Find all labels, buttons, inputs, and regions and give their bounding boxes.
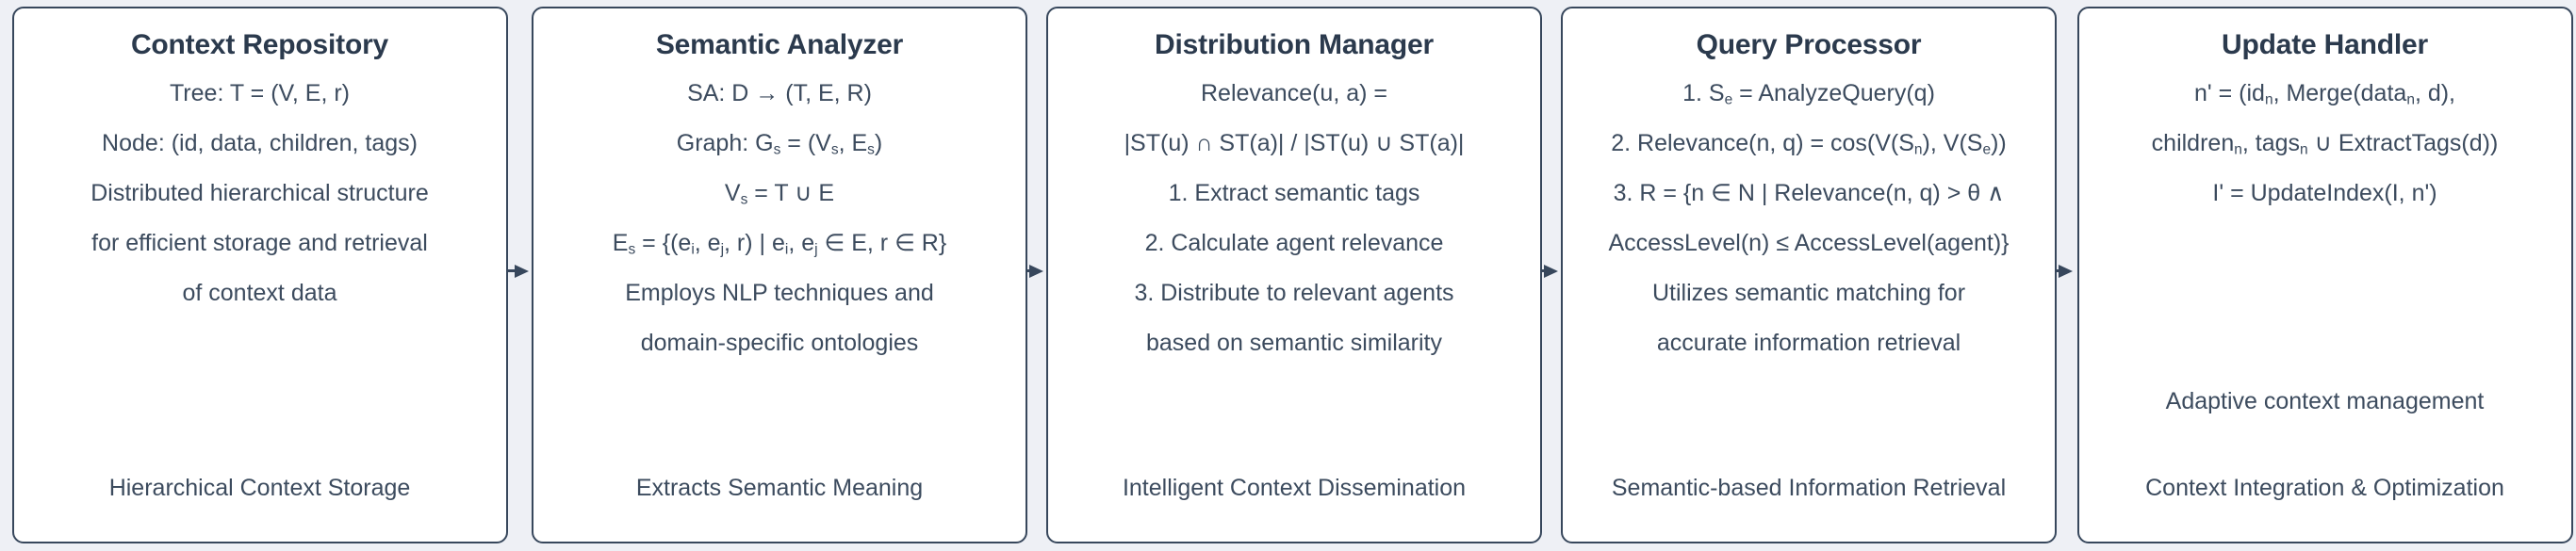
node-line: based on semantic similarity — [1145, 330, 1442, 356]
node-body: n' = (idn, Merge(datan, d), childrenn, t… — [2092, 69, 2558, 219]
node-body: SA: D → (T, E, R) Graph: Gs = (Vs, Es) V… — [547, 69, 1012, 368]
node-caption: Hierarchical Context Storage — [108, 475, 411, 501]
stage-context-repository: Context Repository Tree: T = (V, E, r) N… — [0, 0, 515, 551]
node-line: 1. Se = AnalyzeQuery(q) — [1682, 80, 1935, 108]
node-line: Employs NLP techniques and — [625, 280, 934, 306]
node-box-semantic-analyzer[interactable]: Semantic Analyzer SA: D → (T, E, R) Grap… — [532, 7, 1027, 543]
node-subcaption: Adaptive context management — [2165, 388, 2485, 414]
node-caption: Intelligent Context Dissemination — [1122, 475, 1467, 501]
node-line: AccessLevel(n) ≤ AccessLevel(agent)} — [1608, 230, 2010, 256]
stage-distribution-manager: Distribution Manager Relevance(u, a) = |… — [1029, 0, 1544, 551]
node-line: of context data — [182, 280, 337, 306]
node-title: Query Processor — [1696, 29, 1922, 60]
node-line: 3. R = {n ∈ N | Relevance(n, q) > θ ∧ — [1613, 180, 2005, 206]
node-line: 3. Distribute to relevant agents — [1134, 280, 1454, 306]
node-caption: Context Integration & Optimization — [2145, 475, 2504, 501]
node-line: Tree: T = (V, E, r) — [169, 80, 351, 106]
node-line: domain-specific ontologies — [640, 330, 919, 356]
node-line: Distributed hierarchical structure — [90, 180, 429, 206]
node-line: for efficient storage and retrieval — [91, 230, 428, 256]
node-line: Utilizes semantic matching for — [1651, 280, 1966, 306]
node-line: n' = (idn, Merge(datan, d), — [2193, 80, 2456, 108]
node-line: accurate information retrieval — [1656, 330, 1961, 356]
node-line: SA: D → (T, E, R) — [687, 80, 872, 106]
node-body: Relevance(u, a) = |ST(u) ∩ ST(a)| / |ST(… — [1061, 69, 1527, 368]
stage-query-processor: Query Processor 1. Se = AnalyzeQuery(q) … — [1544, 0, 2059, 551]
stage-update-handler: Update Handler n' = (idn, Merge(datan, d… — [2059, 0, 2576, 551]
node-line: 2. Relevance(n, q) = cos(V(Sn), V(Se)) — [1611, 130, 2007, 158]
node-line: 2. Calculate agent relevance — [1144, 230, 1444, 256]
node-box-context-repository[interactable]: Context Repository Tree: T = (V, E, r) N… — [11, 7, 508, 543]
node-line: Vs = T ∪ E — [724, 180, 835, 208]
node-line: childrenn, tagsn ∪ ExtractTags(d)) — [2151, 130, 2499, 158]
node-title: Distribution Manager — [1154, 29, 1434, 60]
node-line: Node: (id, data, children, tags) — [102, 130, 418, 156]
node-line: 1. Extract semantic tags — [1168, 180, 1420, 206]
node-title: Semantic Analyzer — [655, 29, 904, 60]
node-body: 1. Se = AnalyzeQuery(q) 2. Relevance(n, … — [1576, 69, 2042, 368]
node-line: Relevance(u, a) = — [1200, 80, 1388, 106]
node-line: I' = UpdateIndex(I, n') — [2212, 180, 2437, 206]
node-body: Tree: T = (V, E, r) Node: (id, data, chi… — [27, 69, 493, 318]
node-title: Update Handler — [2222, 29, 2428, 60]
node-box-update-handler[interactable]: Update Handler n' = (idn, Merge(datan, d… — [2076, 7, 2573, 543]
node-caption: Semantic-based Information Retrieval — [1611, 475, 2007, 501]
node-line: Graph: Gs = (Vs, Es) — [676, 130, 883, 158]
node-box-query-processor[interactable]: Query Processor 1. Se = AnalyzeQuery(q) … — [1561, 7, 2057, 543]
node-line: |ST(u) ∩ ST(a)| / |ST(u) ∪ ST(a)| — [1124, 130, 1465, 156]
node-title: Context Repository — [130, 29, 389, 60]
node-caption: Extracts Semantic Meaning — [635, 475, 924, 501]
node-line: Es = {(ei, ej, r) | ei, ej ∈ E, r ∈ R} — [612, 230, 947, 258]
node-box-distribution-manager[interactable]: Distribution Manager Relevance(u, a) = |… — [1046, 7, 1542, 543]
stage-semantic-analyzer: Semantic Analyzer SA: D → (T, E, R) Grap… — [515, 0, 1029, 551]
